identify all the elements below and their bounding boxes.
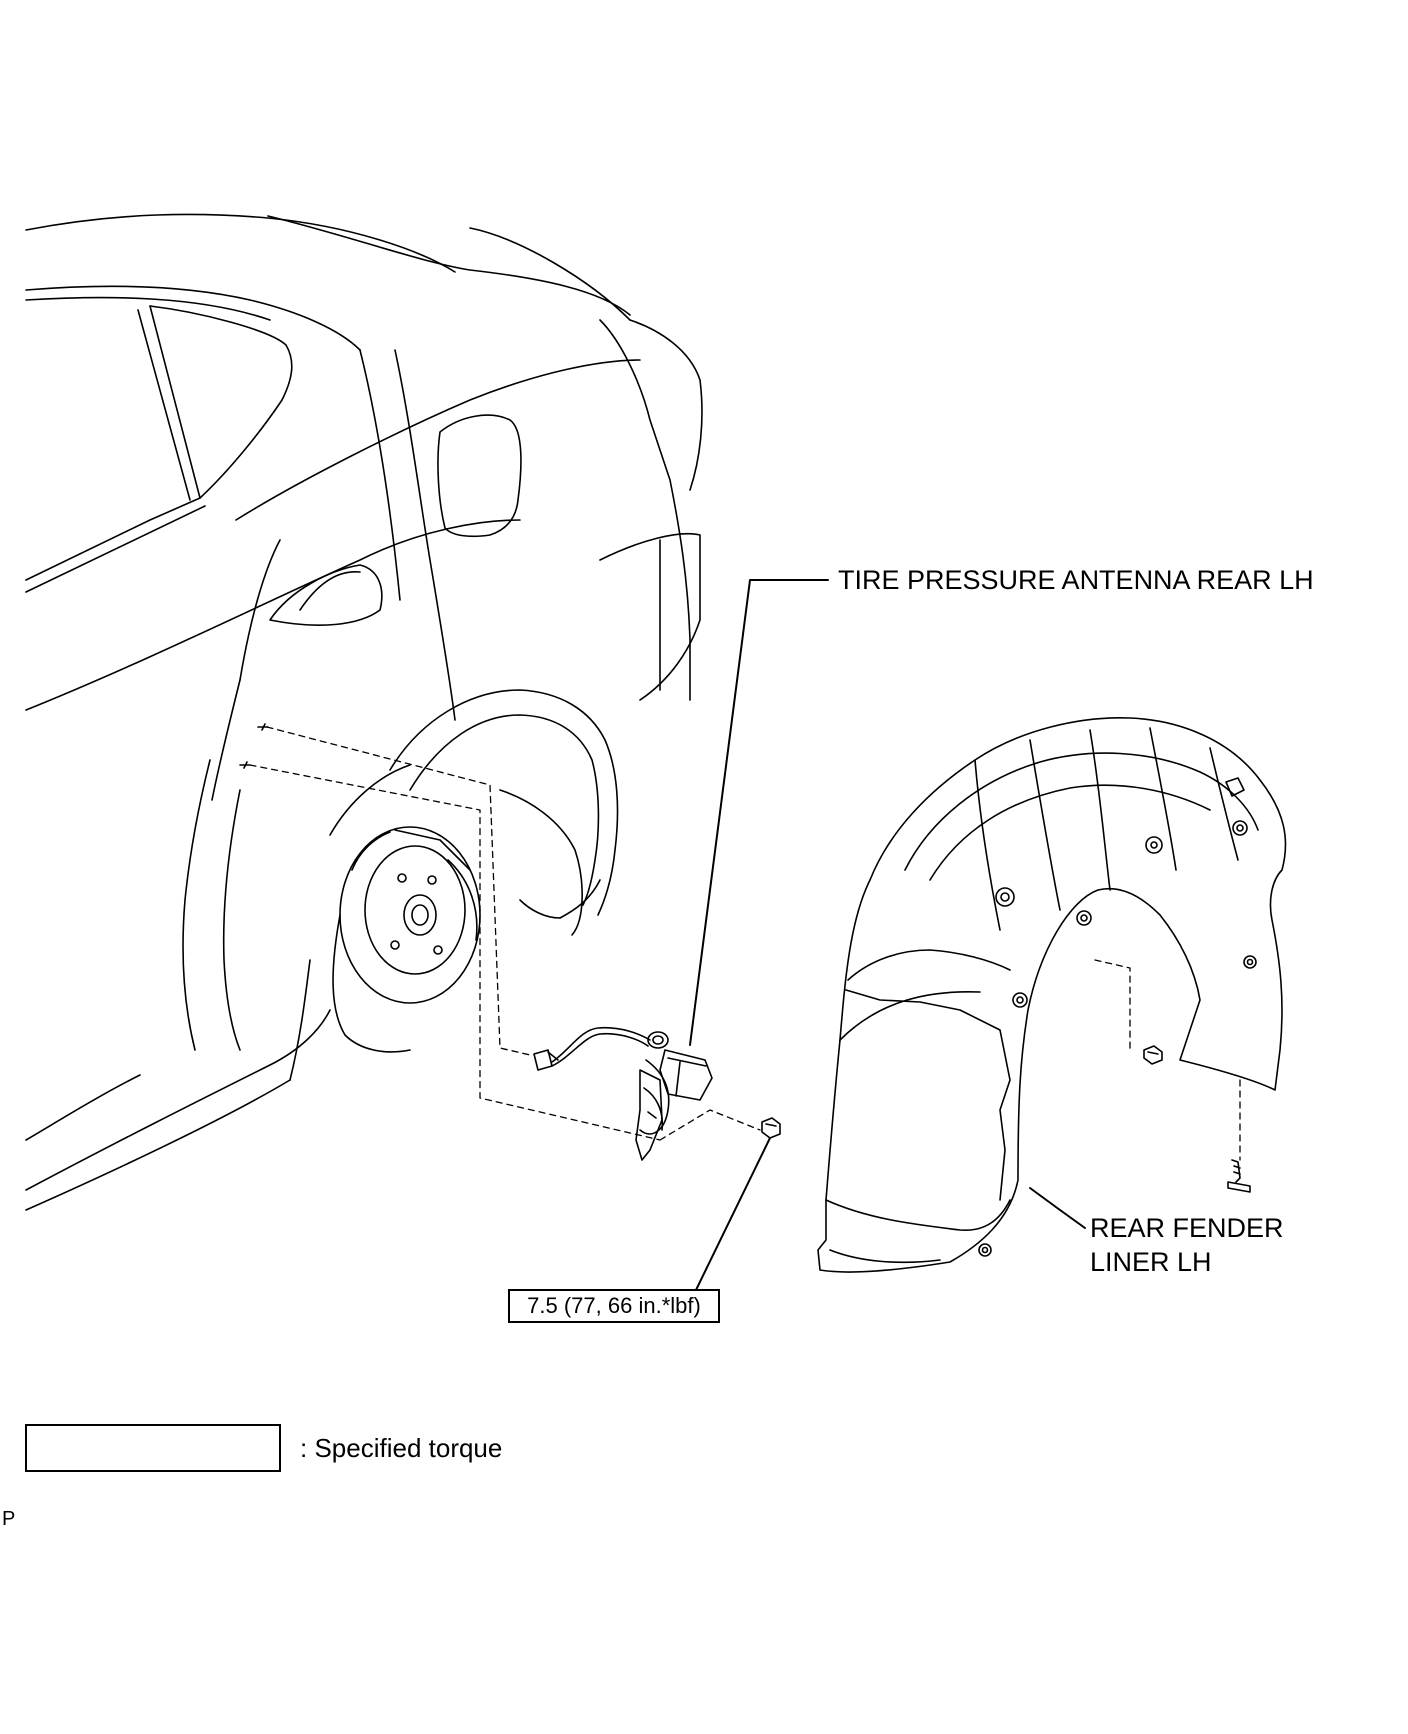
vehicle-rear-quarter <box>25 213 703 1211</box>
callout-tire-pressure-antenna: TIRE PRESSURE ANTENNA REAR LH <box>838 565 1314 595</box>
alignment-lines <box>249 726 1241 1161</box>
callout-rear-fender-liner-line1: REAR FENDER <box>1090 1213 1284 1243</box>
liner-screw <box>1227 1159 1251 1193</box>
page-code: P <box>2 1508 16 1530</box>
leader-lines <box>689 579 1086 1291</box>
nut-fastener <box>761 1117 781 1139</box>
rear-fender-liner-part <box>817 717 1287 1273</box>
body-mounting-points <box>239 723 269 769</box>
brake-hub-assembly <box>332 826 481 1053</box>
liner-nut <box>1143 1045 1163 1065</box>
legend-specified-torque-text: : Specified torque <box>300 1433 503 1463</box>
callout-rear-fender-liner-line2: LINER LH <box>1090 1247 1212 1277</box>
legend-specified-torque-swatch <box>25 1424 281 1472</box>
torque-spec-box: 7.5 (77, 66 in.*lbf) <box>508 1289 720 1323</box>
tire-pressure-antenna-part <box>533 1026 713 1161</box>
